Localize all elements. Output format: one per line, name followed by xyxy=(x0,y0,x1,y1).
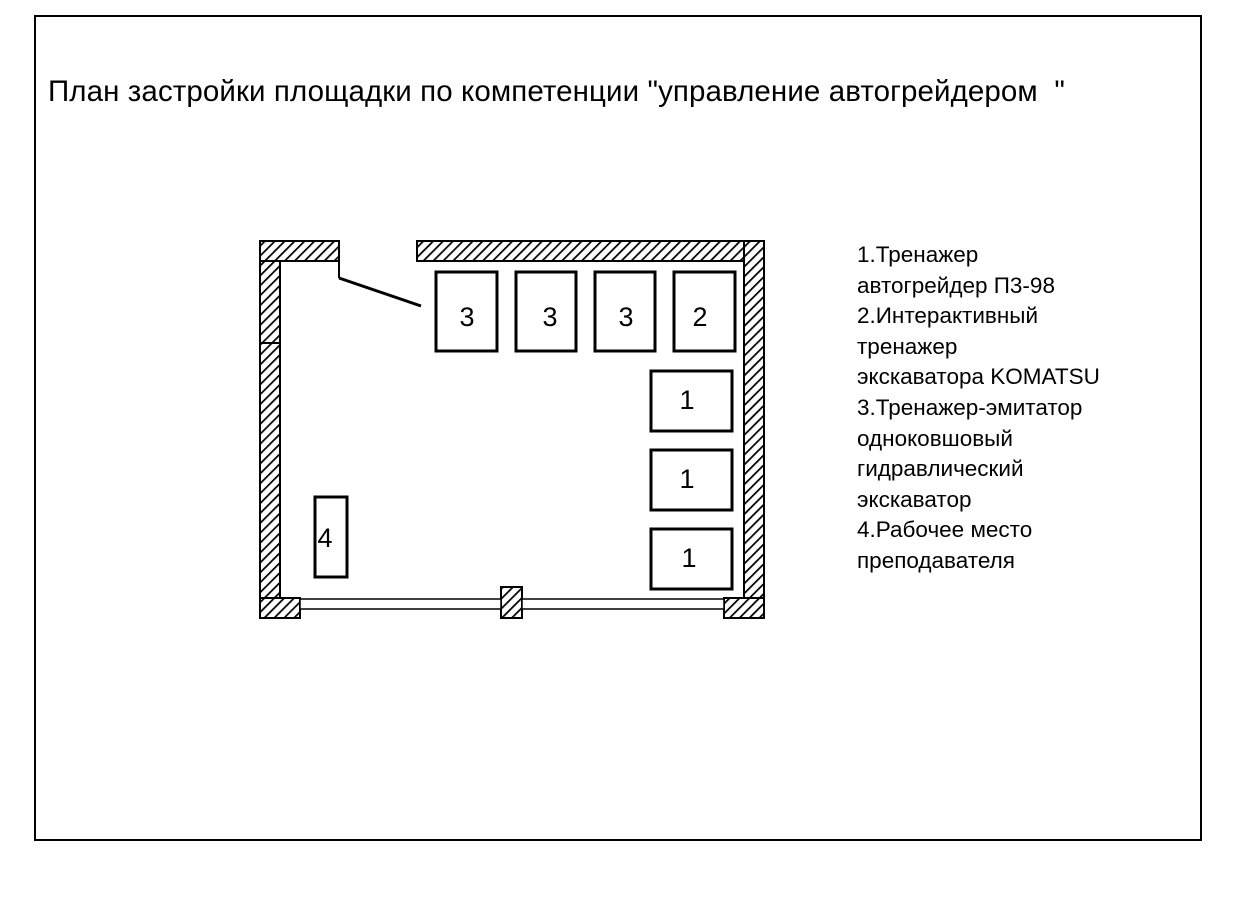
station-4-teacher-desk: 4 xyxy=(313,495,349,579)
page-title: План застройки площадки по компетенции "… xyxy=(48,75,1065,108)
legend-line: 4.Рабочее место xyxy=(857,517,1033,543)
station-label: 3 xyxy=(542,302,557,332)
station-3a: 3 xyxy=(434,270,499,353)
legend-line: экскаватор xyxy=(857,486,972,512)
station-label: 1 xyxy=(681,543,696,573)
station-label: 4 xyxy=(317,523,332,553)
station-3b: 3 xyxy=(514,270,578,353)
legend-line: одноковшовый xyxy=(857,425,1013,451)
legend-line: экскаватора KOMATSU xyxy=(857,364,1100,390)
station-2: 2 xyxy=(672,270,737,353)
walls xyxy=(259,240,765,619)
page-frame xyxy=(34,15,1202,841)
wall-bottom-right xyxy=(723,597,765,619)
legend-line: тренажер xyxy=(857,333,958,359)
station-1c: 1 xyxy=(649,527,734,591)
wall-bottom-middle xyxy=(500,586,523,619)
station-3c: 3 xyxy=(593,270,657,353)
wall-top-left xyxy=(259,240,340,262)
station-label: 2 xyxy=(692,302,707,332)
station-1b: 1 xyxy=(649,448,734,512)
windows xyxy=(299,598,725,610)
legend-line: 1.Тренажер xyxy=(857,242,979,267)
window-left xyxy=(299,598,502,610)
station-label: 1 xyxy=(679,385,694,415)
wall-left xyxy=(259,240,281,619)
legend-line: 3.Тренажер-эмитатор xyxy=(857,394,1083,420)
wall-bottom-left xyxy=(259,597,301,619)
equipment: 3 3 3 2 1 1 1 4 xyxy=(313,270,737,591)
legend: 1.Тренажер автогрейдер П3-98 2.Интеракти… xyxy=(857,240,1100,577)
station-label: 3 xyxy=(618,302,633,332)
door xyxy=(338,258,422,308)
legend-line: 2.Интерактивный xyxy=(857,303,1039,329)
station-label: 1 xyxy=(679,464,694,494)
wall-top-right xyxy=(416,240,765,262)
door-leaf xyxy=(338,276,422,308)
legend-line: автогрейдер П3-98 xyxy=(857,272,1055,298)
station-label: 3 xyxy=(459,302,474,332)
legend-line: преподавателя xyxy=(857,547,1015,573)
wall-right xyxy=(743,240,765,619)
window-right xyxy=(521,598,725,610)
station-1a: 1 xyxy=(649,369,734,433)
legend-line: гидравлический xyxy=(857,456,1024,482)
